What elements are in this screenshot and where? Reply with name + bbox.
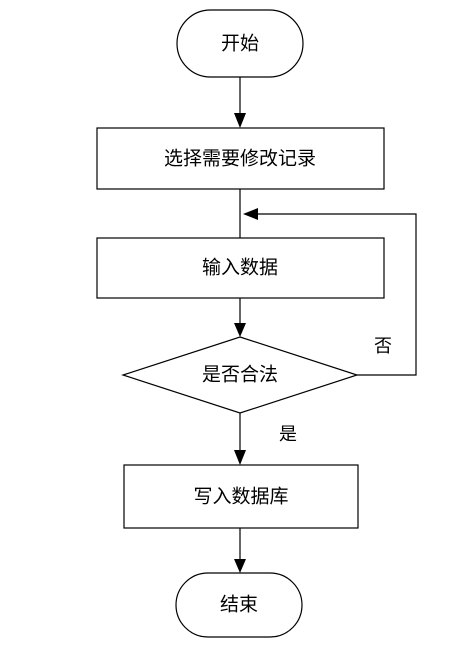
select-record-node: 选择需要修改记录 [96,127,385,190]
edge-write-to-end [234,528,246,573]
select-record-shape [96,127,385,190]
end-node: 结束 [175,572,303,638]
arrowhead [234,113,246,128]
edge-yes-to-write [234,413,246,465]
decision-node: 是否合法 [121,336,359,414]
yes-label: 是 [279,424,297,445]
end-label: 结束 [220,594,258,616]
arrowhead [234,559,246,573]
decision-label: 是否合法 [202,364,278,386]
end-shape [175,572,303,638]
edge-start-to-select [234,77,246,128]
start-label: 开始 [221,33,259,55]
edge-no-loop [243,208,417,376]
input-data-label: 输入数据 [202,257,278,279]
select-record-label: 选择需要修改记录 [164,148,316,170]
write-db-node: 写入数据库 [123,464,359,529]
write-db-shape [123,464,359,529]
arrowhead [234,323,246,337]
arrowhead [243,208,258,220]
start-node: 开始 [176,9,304,78]
arrowhead [234,450,246,465]
edge-input-to-decision [234,298,246,337]
input-data-node: 输入数据 [96,237,385,299]
no-label: 否 [374,336,392,357]
write-db-label: 写入数据库 [193,486,288,508]
